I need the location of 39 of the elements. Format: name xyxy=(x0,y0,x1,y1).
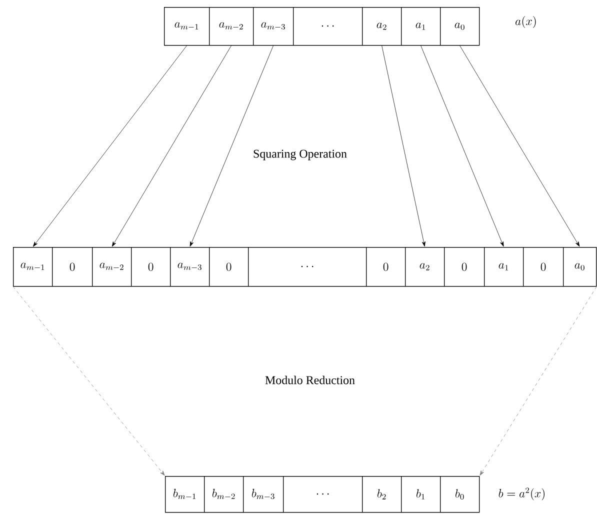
cell: $0$ xyxy=(444,247,485,287)
cell: $a_{m-3}$ xyxy=(170,247,210,287)
arrow xyxy=(32,45,187,247)
cell: $a_{m-1}$ xyxy=(164,7,210,46)
cell: $0$ xyxy=(366,247,406,287)
arrow xyxy=(190,45,274,247)
cell: $a_2$ xyxy=(405,247,445,287)
cell: $a_0$ xyxy=(440,7,480,46)
step-label: Squaring Operation xyxy=(254,150,347,160)
arrow xyxy=(480,286,597,476)
cell: $b_2$ xyxy=(362,476,402,513)
variable-label: $b=a^2(x)$ xyxy=(498,488,544,500)
cell: $a_{m-2}$ xyxy=(92,247,132,287)
cell: $b_{m-2}$ xyxy=(204,476,244,513)
cell: $a_{m-1}$ xyxy=(13,247,53,287)
cell: $b_0$ xyxy=(440,476,480,513)
cell: $\cdots$ xyxy=(248,247,367,287)
cell: $0$ xyxy=(209,247,249,287)
arrow xyxy=(420,45,504,247)
cell: $a_1$ xyxy=(484,247,524,287)
cell: $a_2$ xyxy=(362,7,402,46)
arrow xyxy=(460,45,580,247)
cell: $a_{m-3}$ xyxy=(253,7,294,46)
arrow xyxy=(112,45,232,247)
cell: $\cdots$ xyxy=(293,7,363,46)
cell: $a_0$ xyxy=(563,247,597,287)
cell: $0$ xyxy=(523,247,564,287)
step-label: Modulo Reduction xyxy=(265,376,355,384)
cell: $\cdots$ xyxy=(283,476,363,513)
cell: $b_{m-1}$ xyxy=(165,476,205,513)
cell: $0$ xyxy=(52,247,93,287)
cell: $0$ xyxy=(131,247,171,287)
variable-label: $a(x)$ xyxy=(516,16,536,28)
arrow xyxy=(12,286,165,476)
arrow xyxy=(382,45,426,247)
cell: $a_1$ xyxy=(401,7,441,46)
cell: $b_1$ xyxy=(401,476,441,513)
cell: $b_{m-3}$ xyxy=(243,476,284,513)
cell: $a_{m-2}$ xyxy=(209,7,254,46)
